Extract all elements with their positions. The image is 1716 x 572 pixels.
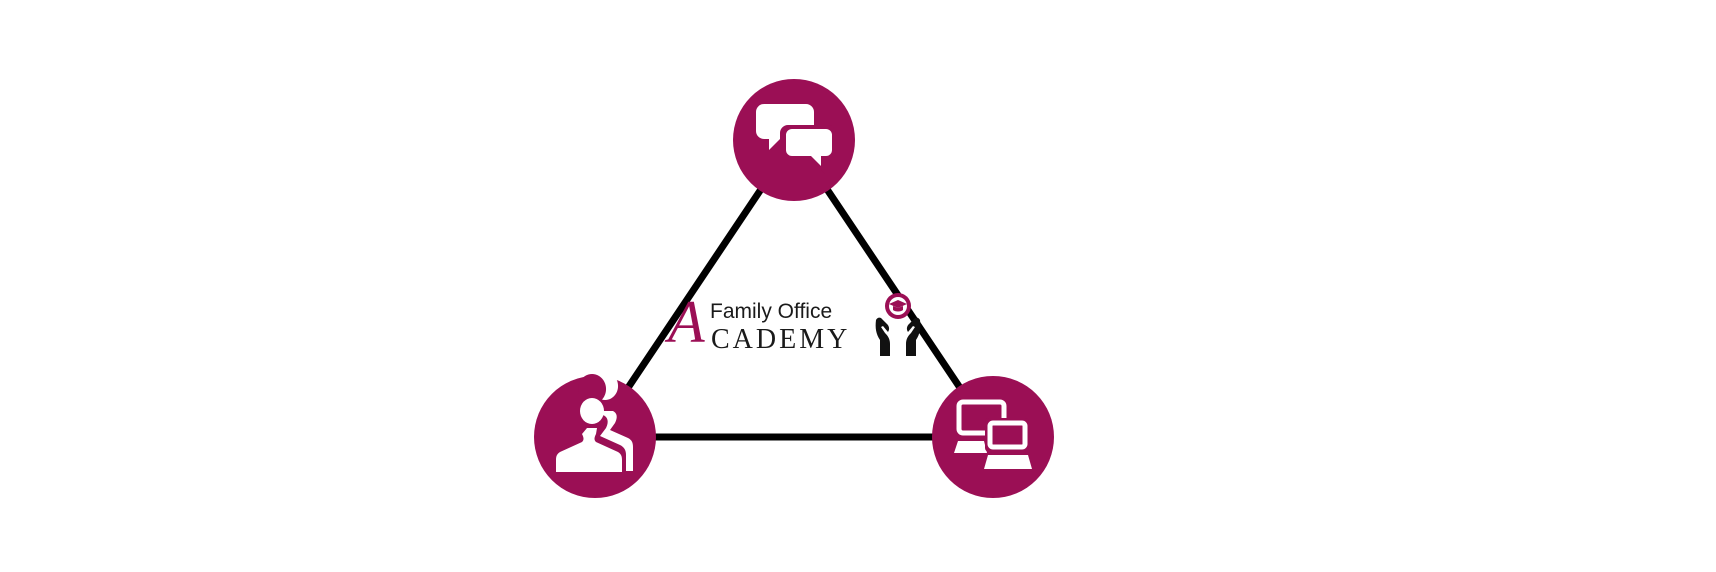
chat-bubbles-icon bbox=[756, 104, 836, 174]
node-bottom-left bbox=[534, 372, 656, 498]
family-office-academy-logo: A Family Office CADEMY bbox=[668, 292, 930, 362]
node-bottom-right bbox=[932, 376, 1054, 498]
hands-holding-graduation-cap-icon bbox=[875, 293, 921, 356]
logo-initial: A bbox=[668, 289, 705, 355]
users-icon bbox=[556, 372, 633, 480]
devices-icon bbox=[954, 399, 1032, 469]
logo-line1: Family Office bbox=[710, 300, 833, 323]
logo-line2: CADEMY bbox=[711, 324, 851, 355]
node-top bbox=[733, 79, 855, 201]
